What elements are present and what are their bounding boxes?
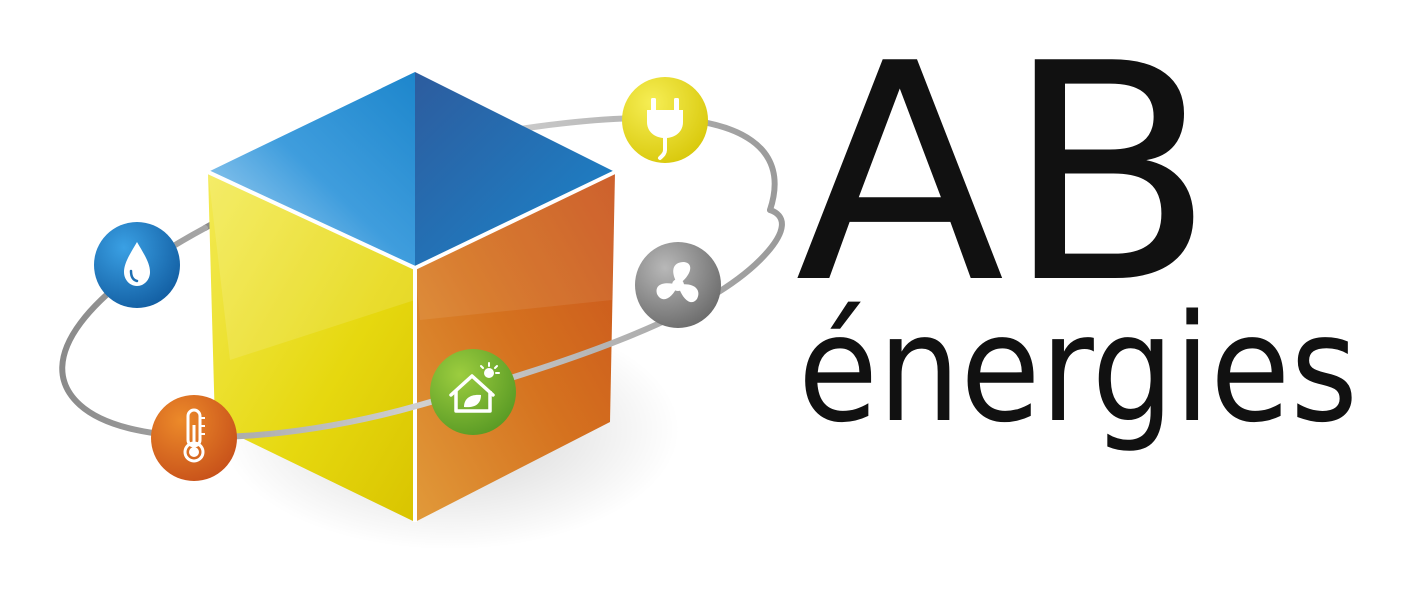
water-drop-icon — [94, 222, 180, 308]
fan-icon — [635, 242, 721, 328]
thermometer-icon — [151, 395, 237, 481]
cube-right-face — [415, 172, 615, 522]
orbit-ring-front — [59, 207, 785, 440]
cube-right-highlight — [415, 172, 615, 320]
cube-top-left — [208, 72, 415, 268]
cube-top-right — [415, 72, 615, 268]
cube-edge-top-right — [414, 170, 616, 270]
brand-title-ab: AB — [795, 0, 1215, 349]
cube — [207, 72, 616, 522]
eco-house-icon — [430, 349, 516, 435]
cube-edge-top — [207, 170, 416, 270]
cube-left-highlight — [208, 172, 415, 360]
plug-icon — [622, 77, 708, 163]
brand-subtitle-energies: énergies — [798, 283, 1358, 455]
